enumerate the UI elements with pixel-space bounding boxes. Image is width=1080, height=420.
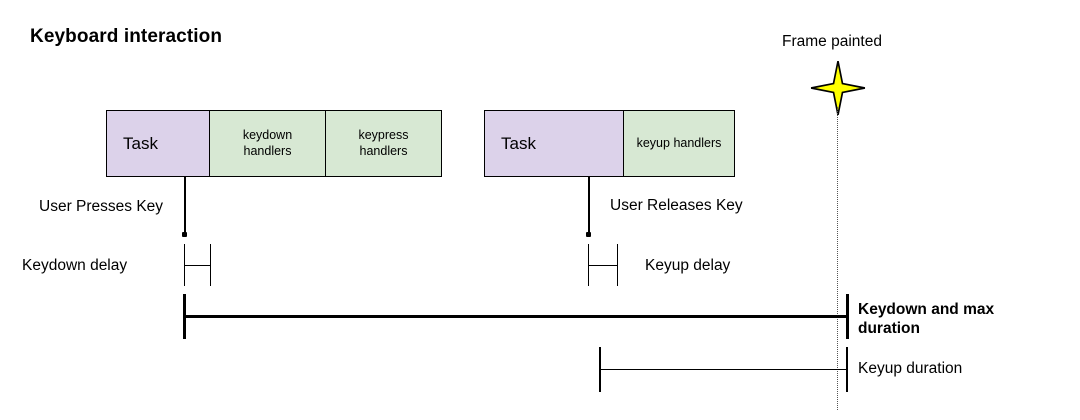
- user-releases-key-connector: [588, 177, 590, 235]
- keydown-handlers-label: keydown handlers: [242, 127, 293, 158]
- frame-painted-label: Frame painted: [782, 33, 882, 50]
- user-releases-key-endpoint: [586, 232, 591, 237]
- page-title: Keyboard interaction: [30, 26, 223, 47]
- keydown-delay-label: Keydown delay: [22, 257, 128, 274]
- user-releases-key-label: User Releases Key: [610, 197, 743, 214]
- keyup-delay-span: [588, 264, 618, 266]
- task-box-keyup: Task: [484, 110, 624, 177]
- frame-painted-guideline: [837, 107, 838, 410]
- user-presses-key-endpoint: [182, 232, 187, 237]
- keyup-delay-label: Keyup delay: [645, 257, 731, 274]
- keyup-duration-label: Keyup duration: [858, 360, 963, 377]
- keydown-and-max-duration-label: Keydown and max duration: [858, 301, 995, 338]
- keyup-handlers-label: keyup handlers: [636, 135, 722, 150]
- user-presses-key-label: User Presses Key: [39, 198, 164, 215]
- keypress-handlers-box: keypress handlers: [325, 110, 442, 177]
- keyup-handlers-box: keyup handlers: [623, 110, 735, 177]
- keypress-handlers-label: keypress handlers: [358, 127, 409, 158]
- user-presses-key-connector: [184, 177, 186, 235]
- keydown-handlers-box: keydown handlers: [209, 110, 326, 177]
- keydown-delay-span: [184, 264, 211, 266]
- keydown-duration-span: [183, 315, 849, 319]
- task-box-keydown: Task: [106, 110, 210, 177]
- task-box-keyup-label: Task: [501, 133, 536, 153]
- four-point-star-icon: [810, 60, 866, 116]
- task-box-keydown-label: Task: [123, 133, 158, 153]
- keyup-duration-span: [599, 368, 847, 371]
